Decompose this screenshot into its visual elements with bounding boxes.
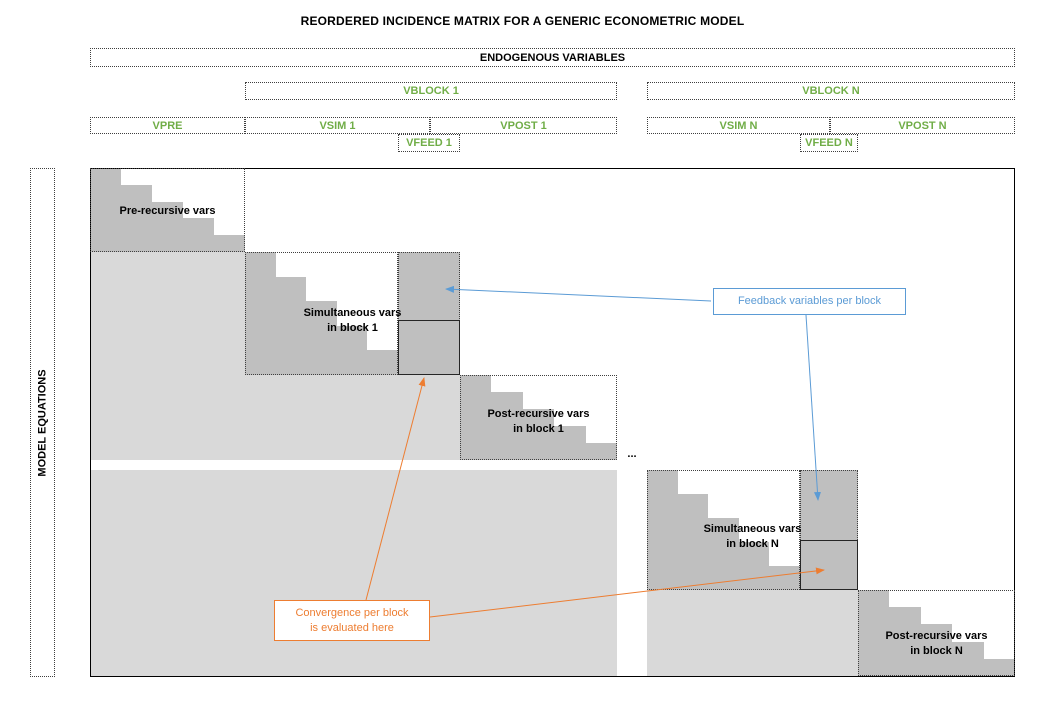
- vsim1-header: VSIM 1: [245, 117, 430, 134]
- endogenous-variables-header: ENDOGENOUS VARIABLES: [90, 48, 1015, 67]
- diagram-title: REORDERED INCIDENCE MATRIX FOR A GENERIC…: [300, 14, 745, 28]
- sim-block1-label: Simultaneous vars in block 1: [303, 307, 402, 334]
- post-block1-label: Post-recursive vars in block 1: [487, 408, 590, 435]
- convergence-callout: Convergence per block is evaluated here: [274, 600, 430, 641]
- vblockN-header: VBLOCK N: [647, 82, 1015, 100]
- vfeedN-header: VFEED N: [800, 134, 858, 152]
- block-gap-ellipsis: ...: [627, 448, 637, 460]
- vfeed1-header: VFEED 1: [398, 134, 460, 152]
- model-equations-axis: MODEL EQUATIONS: [30, 168, 55, 677]
- vpre-header: VPRE: [90, 117, 245, 134]
- vsimN-header: VSIM N: [647, 117, 830, 134]
- pre-recursive-label: Pre-recursive vars: [119, 205, 216, 217]
- feedback-callout: Feedback variables per block: [713, 288, 906, 315]
- sim-blockN-label: Simultaneous vars in block N: [703, 523, 802, 550]
- vblock1-header: VBLOCK 1: [245, 82, 617, 100]
- vpostN-header: VPOST N: [830, 117, 1015, 134]
- model-equations-label: MODEL EQUATIONS: [36, 368, 49, 477]
- vpost1-header: VPOST 1: [430, 117, 617, 134]
- post-blockN-label: Post-recursive vars in block N: [885, 630, 988, 657]
